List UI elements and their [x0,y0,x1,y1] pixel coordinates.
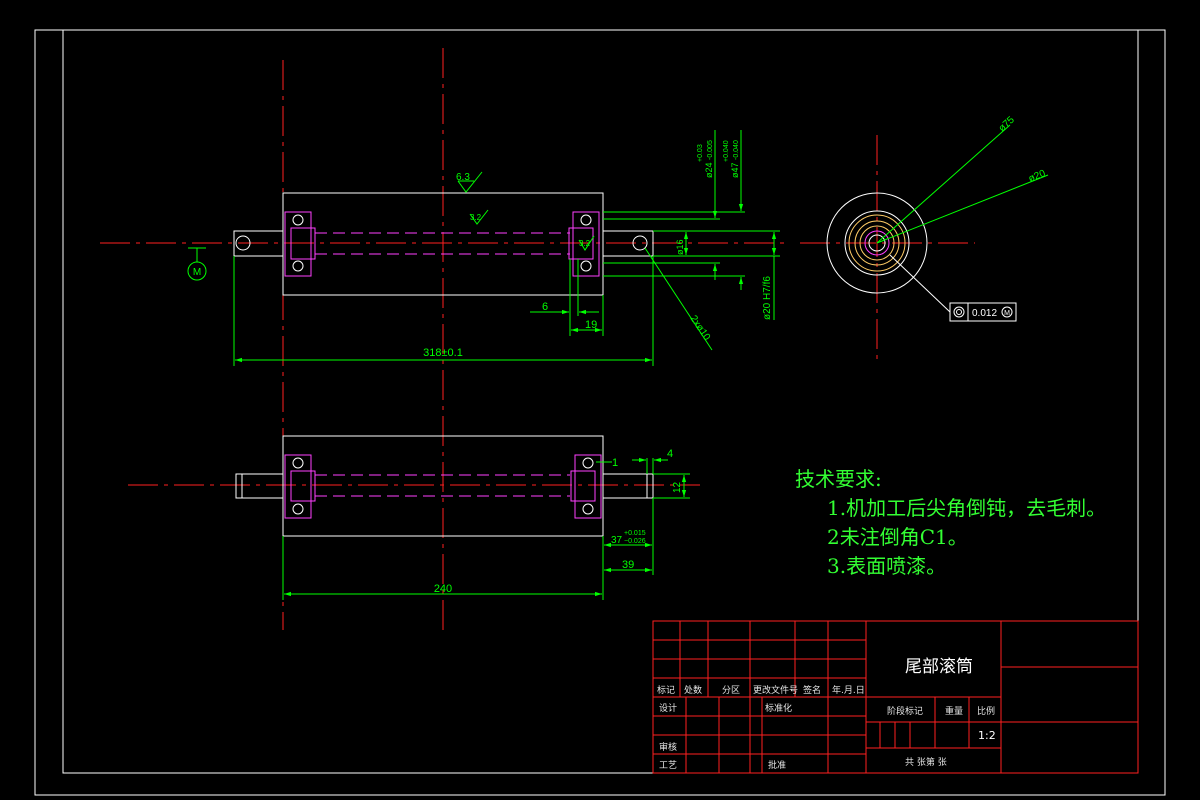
tb-label-design: 设计 [659,704,678,714]
dim-37-tol-upper: +0.015 [624,530,646,537]
inner-border [62,29,1139,774]
tb-label-approve: 批准 [768,761,787,771]
tech-requirement-3: 3.表面喷漆。 [827,554,947,578]
tech-requirement-2: 2未注倒角C1。 [827,525,968,549]
tb-label-stage: 阶段标记 [887,707,924,717]
tb-scale-value: 1:2 [978,729,996,742]
tb-label-review: 审核 [659,743,678,753]
bottom-view: 240 39 37 +0.015 −0.026 1 4 12 [128,435,700,600]
concentricity-tolerance: 0.012 [972,308,997,319]
dim-phi16: ø16 [675,239,685,255]
dim-phi47: ø47 [730,162,740,178]
dim-37: 37 [611,535,623,546]
tb-label-sign: 签名 [803,686,822,696]
dim-4: 4 [667,448,673,460]
dim-phi24-tol-lower: -0.005 [707,140,714,160]
tb-label-date: 年.月.日 [832,686,865,696]
dim-37-tol-lower: −0.026 [624,538,646,545]
tb-label-weight: 重量 [945,707,964,717]
tb-sheets: 共 张第 张 [905,758,947,768]
tb-label-standardize: 标准化 [765,704,793,714]
tb-label-zone: 分区 [722,686,741,696]
tech-requirements: 技术要求: 1.机加工后尖角倒钝，去毛刺。 2未注倒角C1。 3.表面喷漆。 [795,465,1106,581]
dim-body-length: 240 [434,583,452,595]
top-view: M 6.3 3.2 3.2 318±0.1 6 19 ø16 ø24 [100,48,790,630]
tb-label-count: 处数 [684,686,703,696]
tb-label-scale: 比例 [977,707,996,717]
tb-label-change-doc: 更改文件号 [753,686,799,696]
dim-phi24-tol-upper: +0.03 [697,144,704,162]
dim-6: 6 [542,301,548,313]
dim-overall-length: 318±0.1 [423,347,463,359]
concentricity-icon [953,306,965,318]
roughness-main: 6.3 [456,172,470,183]
title-block [652,620,1139,774]
tb-label-process: 工艺 [659,761,678,771]
tech-requirements-heading: 技术要求: [795,467,882,491]
dim-phi75: ø75 [997,114,1017,134]
roughness-inner: 3.2 [470,213,482,222]
tech-requirement-1: 1.机加工后尖角倒钝，去毛刺。 [827,496,1107,520]
dim-39: 39 [622,559,634,571]
dim-2phi10: 2xø10 [688,314,713,344]
dim-phi24: ø24 [704,162,714,178]
dim-phi47-tol-lower: -0.040 [733,140,740,160]
side-view: ø75 ø20 0.012 M [800,114,1049,365]
tb-label-mark: 标记 [657,686,676,696]
datum-label: M [193,267,201,278]
dim-12: 12 [672,481,683,493]
dim-phi47-tol-upper: +0.040 [723,140,730,162]
dim-phi20-fit: ø20 H7/f6 [762,276,773,320]
part-name: 尾部滚筒 [905,657,973,677]
dim-phi20: ø20 [1027,168,1048,185]
dim-1: 1 [612,457,618,469]
outer-border [34,29,1166,796]
datum-symbol [187,261,207,281]
concentricity-modifier: M [1004,310,1010,317]
roughness-shaft: 3.2 [579,239,591,248]
dim-19: 19 [585,319,597,331]
